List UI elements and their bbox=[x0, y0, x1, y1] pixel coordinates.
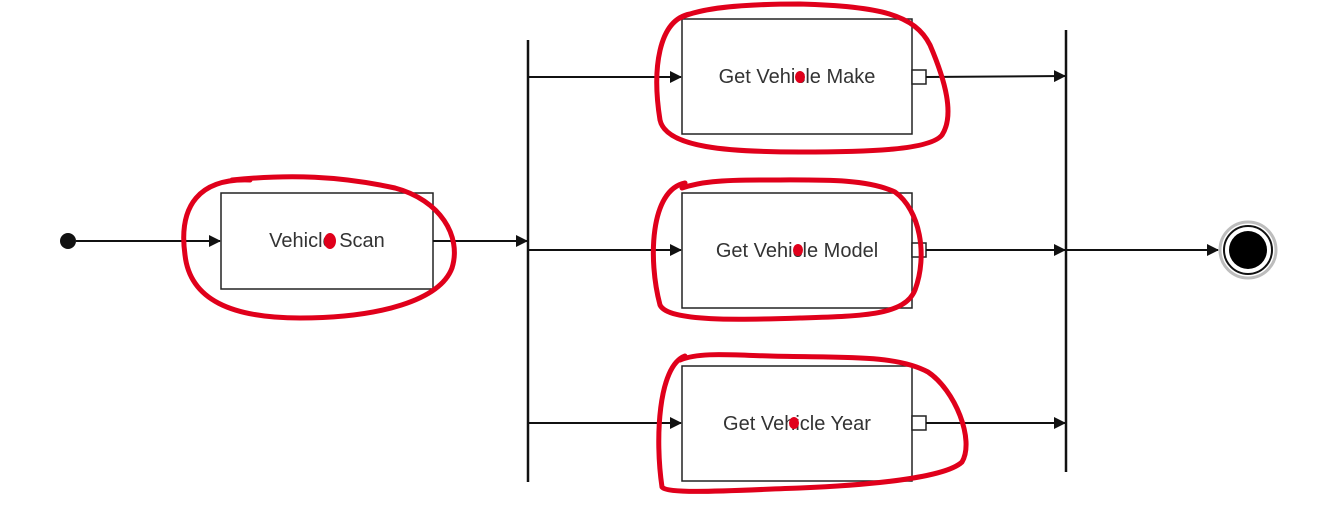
annotation-circle-year bbox=[656, 352, 969, 494]
annotation-circle-make bbox=[654, 1, 951, 155]
final-node-icon bbox=[1218, 220, 1278, 280]
annotation-dot-model bbox=[793, 244, 803, 256]
flow-make-to-join bbox=[925, 70, 1066, 83]
action-get-year[interactable]: Get Vehicle Year bbox=[681, 365, 927, 482]
initial-node-icon bbox=[60, 233, 76, 249]
action-get-model[interactable]: Get Vehicle Model bbox=[681, 192, 927, 309]
annotation-dot-make bbox=[795, 71, 805, 83]
output-pin-year bbox=[911, 415, 927, 431]
annotation-circle-scan bbox=[181, 174, 457, 321]
annotation-dot-year bbox=[789, 417, 799, 429]
annotation-circle-model bbox=[650, 177, 924, 322]
output-pin-make bbox=[911, 69, 927, 85]
annotation-dot-scan bbox=[324, 233, 336, 249]
